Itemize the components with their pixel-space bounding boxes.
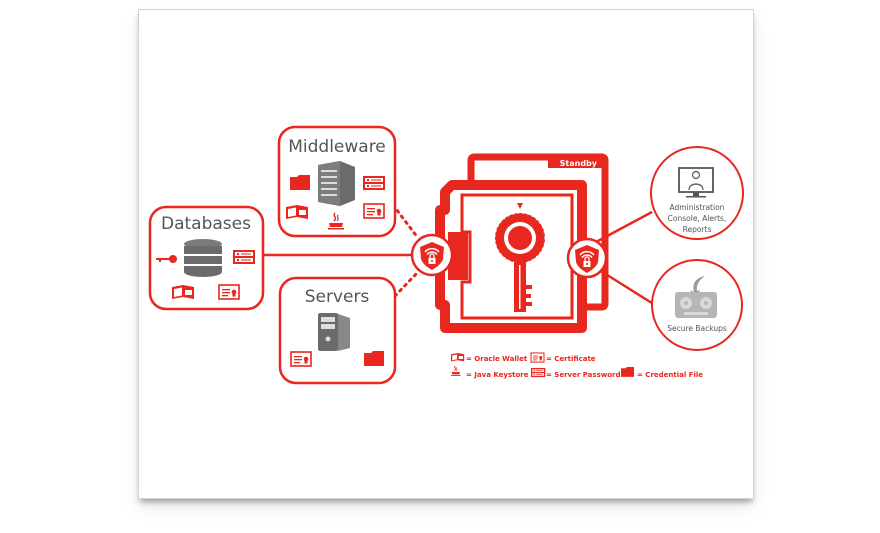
databases-title: Databases bbox=[161, 214, 251, 234]
database-icon bbox=[184, 239, 222, 277]
connector-servers bbox=[393, 270, 420, 298]
legend-item-java-keystore: = Java Keystore bbox=[450, 365, 529, 379]
connector-middleware bbox=[391, 203, 420, 240]
middleware-title: Middleware bbox=[288, 137, 386, 157]
oracle-wallet-icon bbox=[172, 285, 194, 299]
admin-label-line-2: Console, Alerts, bbox=[668, 214, 727, 223]
legend-item-oracle-wallet: = Oracle Wallet bbox=[451, 353, 528, 363]
servers-box: Servers bbox=[278, 276, 397, 385]
svg-text:= Java Keystore: = Java Keystore bbox=[466, 371, 529, 379]
svg-text:= Oracle Wallet: = Oracle Wallet bbox=[466, 355, 528, 363]
server-password-icon bbox=[233, 250, 255, 264]
key-dial-icon bbox=[494, 203, 546, 312]
secure-backups-circle: Secure Backups bbox=[651, 259, 743, 351]
monitor-user-icon bbox=[678, 167, 714, 198]
svg-text:= Certificate: = Certificate bbox=[546, 355, 596, 363]
admin-label-line-1: Administration bbox=[670, 203, 725, 212]
server-tower-icon bbox=[318, 313, 350, 351]
oracle-wallet-icon bbox=[286, 205, 308, 219]
credential-file-icon bbox=[290, 175, 310, 190]
standby-label: Standby bbox=[560, 159, 598, 168]
admin-label-line-3: Reports bbox=[683, 225, 712, 234]
legend-item-certificate: = Certificate bbox=[530, 352, 596, 363]
servers-title: Servers bbox=[305, 287, 370, 307]
admin-console-circle: Administration Console, Alerts, Reports bbox=[650, 146, 744, 240]
key-icon bbox=[156, 255, 177, 263]
credential-file-icon bbox=[364, 351, 384, 366]
certificate-icon bbox=[290, 351, 312, 367]
databases-box: Databases bbox=[148, 205, 265, 311]
backups-label: Secure Backups bbox=[667, 324, 727, 333]
legend-item-credential-file: = Credential File bbox=[621, 367, 703, 379]
legend-item-server-password: = Server Password bbox=[531, 368, 620, 379]
key-vault: Standby bbox=[435, 153, 609, 333]
right-security-badge bbox=[566, 237, 608, 279]
middleware-box: Middleware bbox=[277, 125, 397, 238]
svg-text:= Server Password: = Server Password bbox=[546, 371, 620, 379]
svg-text:= Credential File: = Credential File bbox=[637, 371, 703, 379]
left-security-badge bbox=[410, 233, 454, 277]
backup-tape-icon bbox=[675, 276, 717, 318]
certificate-icon bbox=[218, 284, 240, 300]
server-password-icon bbox=[363, 176, 385, 190]
certificate-icon bbox=[363, 203, 385, 219]
legend: = Oracle Wallet = Certificate = Java Key… bbox=[450, 352, 703, 379]
server-rack-icon bbox=[318, 161, 355, 206]
